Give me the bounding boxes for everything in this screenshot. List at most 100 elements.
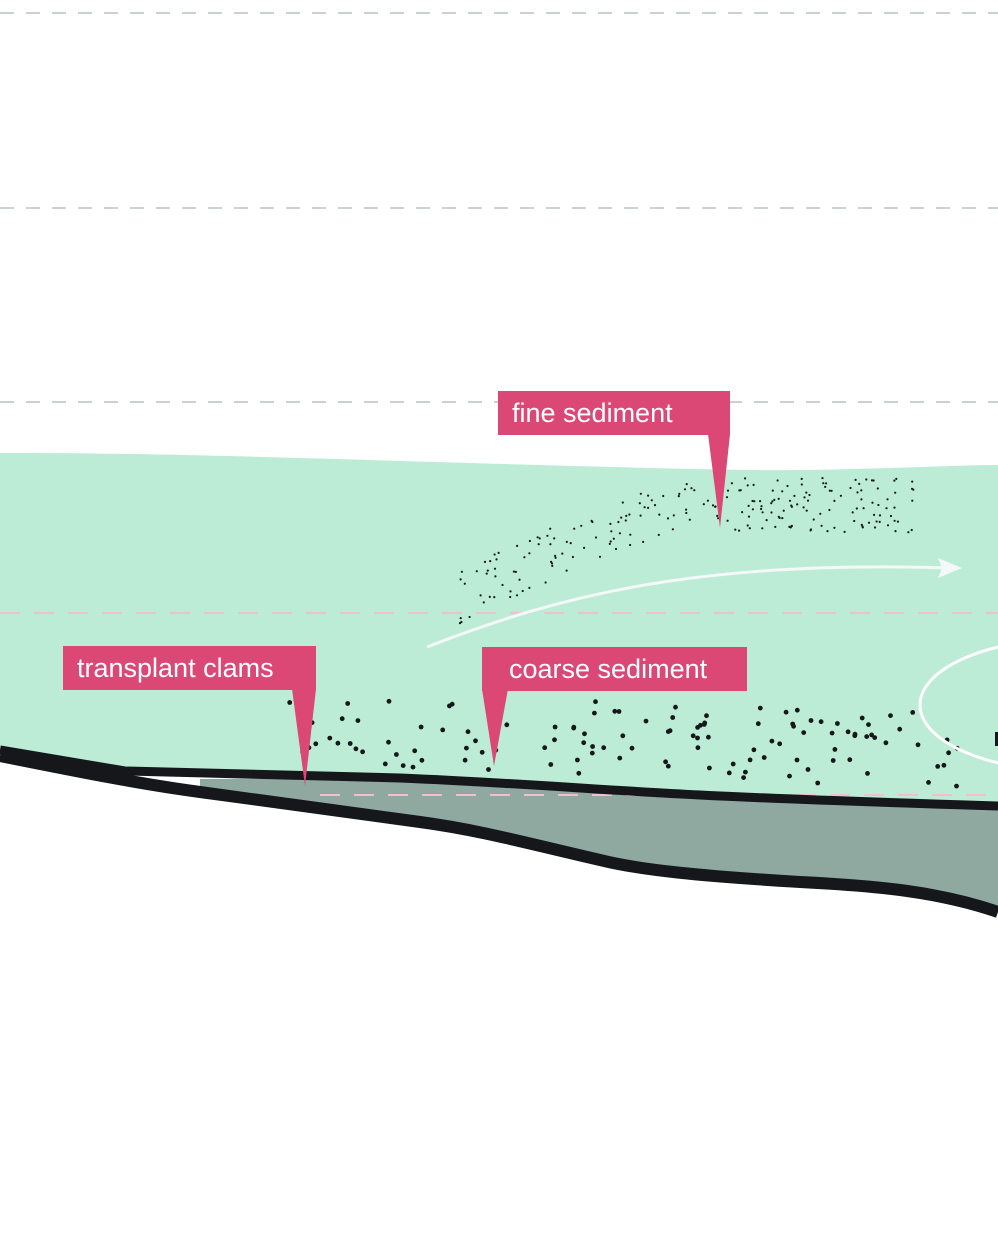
particle <box>734 528 737 531</box>
particle <box>845 729 851 735</box>
particle <box>609 540 612 543</box>
particle <box>761 511 764 514</box>
particle <box>683 488 687 491</box>
fine-sediment-pointer <box>708 434 730 528</box>
particle <box>855 507 858 510</box>
particle <box>515 594 519 597</box>
particle <box>495 558 498 561</box>
particle <box>773 498 776 501</box>
particle <box>801 730 807 735</box>
particle <box>554 556 557 559</box>
particle <box>896 520 900 523</box>
particle <box>552 737 557 743</box>
particle <box>789 526 792 529</box>
water-body <box>0 452 998 806</box>
particle <box>494 575 497 578</box>
particle <box>629 543 632 547</box>
particle <box>726 489 730 492</box>
particle <box>760 505 763 508</box>
particle <box>658 513 661 516</box>
particle <box>509 595 512 599</box>
particle <box>859 715 865 721</box>
particle <box>690 487 693 490</box>
particle <box>866 722 871 727</box>
particle <box>509 590 512 593</box>
particle <box>544 581 547 584</box>
reference-lines <box>0 12 998 403</box>
particle <box>716 514 719 518</box>
particle <box>751 508 755 511</box>
particle <box>828 489 831 492</box>
particle <box>673 704 678 710</box>
particle <box>847 757 853 763</box>
particle <box>488 595 491 599</box>
particle <box>876 487 879 490</box>
particle <box>621 501 624 504</box>
particle <box>639 514 642 517</box>
particle <box>704 713 709 719</box>
particle <box>546 534 549 537</box>
particle <box>690 733 696 739</box>
transplant-clams-label: transplant clams <box>63 646 316 690</box>
particle <box>788 499 792 502</box>
particle <box>638 502 641 505</box>
particle <box>883 740 889 746</box>
particle <box>897 726 903 732</box>
particle <box>747 504 750 507</box>
fine-sediment-label: fine sediment <box>498 391 730 435</box>
particle <box>746 484 749 487</box>
particle <box>665 763 671 769</box>
particle <box>725 496 729 499</box>
particle <box>459 578 462 581</box>
particle <box>665 729 671 734</box>
particle <box>643 506 646 509</box>
particle <box>493 553 496 556</box>
particle <box>894 530 897 533</box>
particle <box>460 570 463 573</box>
particle <box>590 744 595 749</box>
particle <box>809 529 812 532</box>
particle <box>954 783 959 789</box>
particle <box>751 747 757 753</box>
particle <box>573 527 576 530</box>
particle <box>538 537 541 540</box>
particle <box>647 506 650 509</box>
particle <box>386 739 391 745</box>
particle <box>628 513 631 516</box>
particle <box>860 523 863 527</box>
particle <box>501 583 504 587</box>
particle <box>761 527 764 530</box>
particle <box>345 701 351 706</box>
particle <box>486 569 489 572</box>
particle <box>808 493 811 497</box>
particle <box>747 515 751 518</box>
particle <box>685 508 688 511</box>
particle <box>893 506 896 509</box>
particle <box>582 731 587 737</box>
particle <box>629 745 635 751</box>
particle <box>776 479 779 482</box>
particle <box>647 494 650 497</box>
particle <box>528 552 531 555</box>
particle <box>672 514 675 517</box>
particle <box>886 524 890 527</box>
particle <box>829 730 835 736</box>
particle <box>518 578 521 581</box>
particle <box>793 494 796 497</box>
bed-bottom-line <box>0 750 998 918</box>
particle <box>739 489 742 492</box>
particle <box>571 725 577 731</box>
particle <box>440 727 446 733</box>
particle <box>580 524 583 527</box>
particle <box>486 767 491 772</box>
particle <box>620 516 623 519</box>
particle <box>614 547 618 551</box>
particle <box>910 710 916 715</box>
particle <box>565 540 568 544</box>
particle <box>462 757 468 763</box>
particle <box>877 503 880 507</box>
particle <box>610 530 613 533</box>
particle <box>581 740 587 746</box>
particle <box>612 708 618 714</box>
coarse-sediment-pointer <box>482 689 508 766</box>
